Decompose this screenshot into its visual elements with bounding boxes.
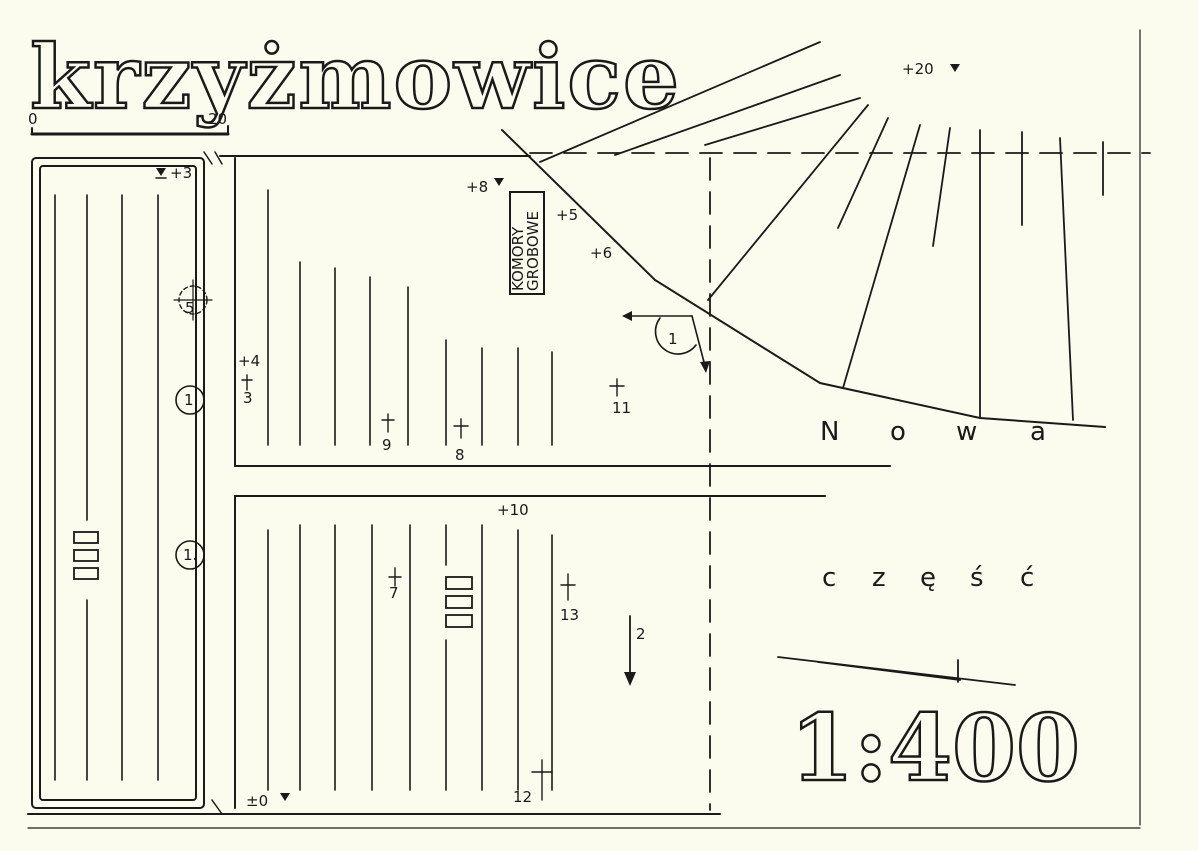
part-letter-2: z <box>872 563 888 593</box>
direction-arrow-2: 2 <box>624 615 646 686</box>
elevation-top-right: +20 <box>902 60 934 78</box>
part-letter-3: ę <box>920 563 938 593</box>
street-letter-1: N <box>820 417 841 447</box>
elevation-bottom-left: ±0 <box>246 792 268 810</box>
part-letter-4: ś <box>970 563 986 593</box>
slope-hatching <box>539 41 1104 421</box>
elevation-markers: +20 +3 +8 +5 +6 ±0 <box>155 60 960 810</box>
crypts-box: KOMORY GROBOWE <box>509 191 545 295</box>
marker-8: 8 <box>455 446 465 464</box>
marker-11: 11 <box>612 399 631 417</box>
part-letter-1: c <box>822 563 838 593</box>
view-markers: 1. 1. 5 1 <box>173 279 710 570</box>
part-label: c z ę ś ć <box>822 563 1036 593</box>
marker-3: 3 <box>243 389 253 407</box>
plan-title: krzyżmowice <box>30 25 681 129</box>
slope-boundary <box>501 129 1106 428</box>
scale-bar-end: 20 <box>208 110 227 128</box>
scale-bar-start: 0 <box>28 110 38 128</box>
arrow-2-label: 2 <box>636 625 646 643</box>
part-letter-5: ć <box>1020 563 1036 593</box>
grave-rows-left <box>54 194 159 781</box>
viewpoint-1: 1 <box>622 311 710 373</box>
scale-bar: 0 20 <box>28 110 230 136</box>
signature <box>777 656 1016 686</box>
chapel-marker-label: 5 <box>185 299 195 317</box>
viewpoint-1-label: 1 <box>668 330 678 348</box>
elevation-left-top: +3 <box>170 164 192 182</box>
elevation-slope-a: +5 <box>556 206 578 224</box>
cemetery-outline <box>27 151 891 815</box>
street-letter-3: w <box>956 417 979 447</box>
marker-7: 7 <box>389 584 399 602</box>
grave-rows-upper <box>267 189 553 446</box>
marker-9: 9 <box>382 436 392 454</box>
circle-marker-top: 1. <box>184 391 198 409</box>
circle-marker-bottom: 1. <box>183 546 197 564</box>
grave-markers: +4 3 9 8 11 +10 7 13 12 <box>238 352 631 806</box>
crypts-label-1: KOMORY <box>509 226 527 291</box>
property-boundary <box>529 152 1151 811</box>
street-letter-4: a <box>1030 417 1048 447</box>
chapel-marker: 5 <box>173 279 213 321</box>
elevation-slope-b: +6 <box>590 244 612 262</box>
tomb-block-left <box>73 531 99 580</box>
marker-12: 12 <box>513 788 532 806</box>
marker-13: 13 <box>560 606 579 624</box>
tomb-block-center <box>445 576 473 628</box>
marker-4: +4 <box>238 352 260 370</box>
elevation-center-top: +8 <box>466 178 488 196</box>
marker-10: +10 <box>497 501 529 519</box>
street-name: N o w a <box>820 417 1048 447</box>
plan-scale: 1:400 <box>790 694 1080 802</box>
grave-rows-lower <box>267 524 553 791</box>
street-letter-2: o <box>890 417 908 447</box>
crypts-label-2: GROBOWE <box>524 211 542 291</box>
